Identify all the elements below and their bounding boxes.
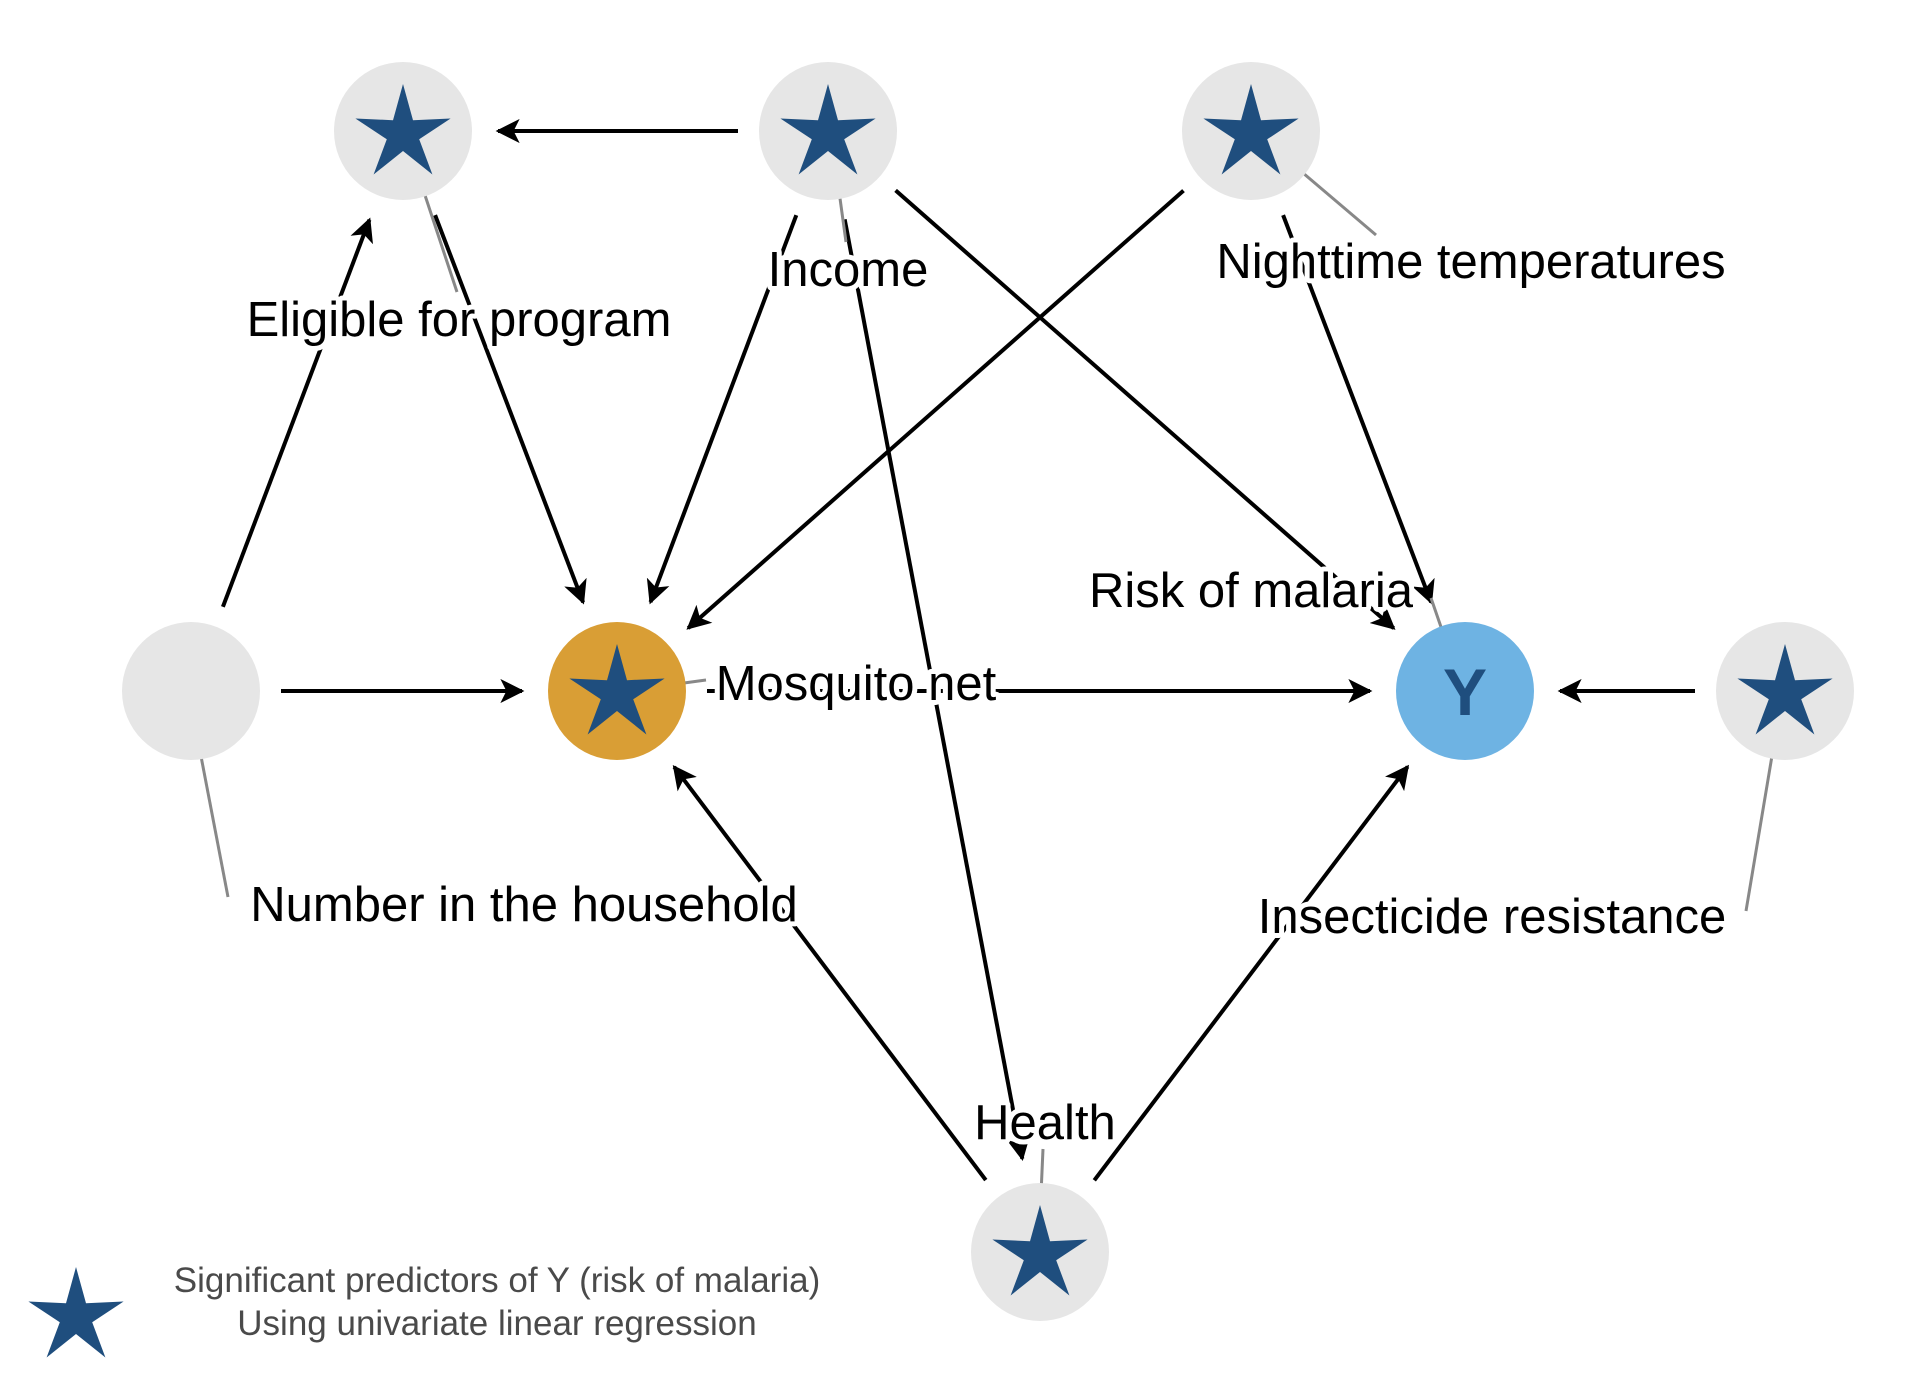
edge-health-to-mosquito: [672, 764, 988, 1182]
star-icon: [1203, 84, 1299, 175]
legend-line-1: Significant predictors of Y (risk of mal…: [174, 1261, 820, 1300]
label-outcome: Risk of malaria: [1089, 564, 1414, 618]
node-labels: Eligible for program Income Nighttime temp…: [242, 230, 1732, 1155]
edge-eligible-to-mosquito: [433, 214, 587, 605]
edge-nighttime-to-outcome: [1281, 214, 1435, 605]
label-nighttime: Nighttime temperatures: [1216, 235, 1725, 289]
edge-health-to-outcome: [1092, 764, 1410, 1182]
node-outcome: Y: [1396, 622, 1534, 760]
node-eligible: [334, 62, 472, 200]
node-circle: [122, 622, 260, 760]
nodes: Y: [122, 62, 1854, 1321]
star-icon: [992, 1205, 1088, 1296]
node-circle: [1396, 622, 1534, 760]
star-icon: [1737, 644, 1833, 735]
node-insecticide: [1716, 622, 1854, 760]
legend: Significant predictors of Y (risk of mal…: [28, 1261, 820, 1358]
label-eligible: Eligible for program: [247, 293, 672, 347]
label-household: Number in the household: [250, 878, 798, 932]
label-mosquito: Mosquito net: [716, 657, 997, 711]
edge-household-to-eligible: [221, 217, 373, 608]
node-health: [971, 1183, 1109, 1321]
edges: [221, 119, 1695, 1182]
edge-nighttime-to-mosquito: [686, 189, 1185, 630]
outcome-symbol: Y: [1443, 655, 1487, 729]
star-icon: [780, 84, 876, 175]
node-household: [122, 622, 260, 760]
label-income: Income: [768, 243, 929, 297]
node-nighttime: [1182, 62, 1320, 200]
star-icon: [355, 84, 451, 175]
node-income: [759, 62, 897, 200]
label-insecticide: Insecticide resistance: [1258, 890, 1726, 944]
star-icon: [569, 644, 665, 735]
label-health: Health: [974, 1096, 1116, 1150]
edge-income-to-mosquito: [646, 214, 799, 605]
star-icon: [28, 1267, 124, 1358]
edge-income-to-outcome: [894, 188, 1396, 630]
node-mosquito: [548, 622, 686, 760]
legend-line-2: Using univariate linear regression: [237, 1304, 756, 1343]
